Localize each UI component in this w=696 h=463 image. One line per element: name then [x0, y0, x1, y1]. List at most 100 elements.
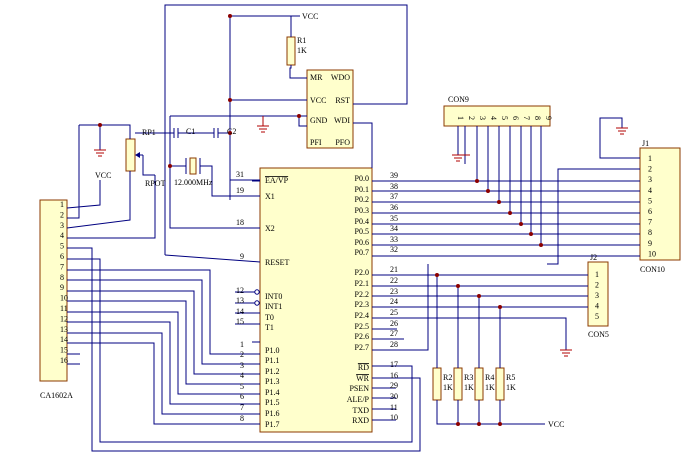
r5-body	[495, 367, 505, 401]
mcu-pin-label: TXD	[353, 406, 370, 415]
watchdog-pin-label: WDO	[331, 73, 350, 82]
mcu-pin-number: 7	[240, 403, 244, 412]
mcu-pin-label: P2.3	[355, 300, 369, 309]
mcu-pin-label: P1.5	[265, 398, 279, 407]
mcu-pin-number: 12	[236, 286, 244, 295]
lcd-pin-number: 1	[60, 200, 64, 209]
int0-bubble	[254, 289, 260, 295]
watchdog-pin-label: GND	[310, 116, 328, 125]
r3-body	[453, 367, 463, 401]
con10-pin-number: 5	[648, 196, 652, 205]
con10-ref: J1	[642, 139, 649, 148]
resistor-ref: R2	[443, 373, 452, 382]
crystal-value: 12.000MHz	[174, 178, 213, 187]
lcd-pin-number: 15	[60, 346, 68, 355]
mcu-pin-number: 24	[390, 297, 398, 306]
lcd-pin-number: 12	[60, 314, 68, 323]
watchdog-pin-label: MR	[310, 73, 323, 82]
lcd-pin-number: 7	[60, 262, 64, 271]
lcd-pin-number: 8	[60, 273, 64, 282]
lcd-pin-number: 4	[60, 231, 64, 240]
mcu-pin-label: P1.1	[265, 356, 279, 365]
mcu-pin-label: P0.0	[355, 174, 369, 183]
lcd-pin-number: 9	[60, 283, 64, 292]
mcu-pin-number: 14	[236, 307, 244, 316]
con5-pin-number: 5	[595, 312, 599, 321]
mcu-pin-label: EA/VP	[265, 176, 289, 185]
con10-pin-number: 6	[648, 207, 652, 216]
con5-pin-number: 2	[595, 281, 599, 290]
lcd-name: CA1602A	[40, 391, 73, 400]
mcu-pin-number: 2	[240, 350, 244, 359]
con10-pin-number: 1	[648, 154, 652, 163]
mcu-pin-label: T1	[265, 323, 274, 332]
con5-body	[587, 261, 609, 327]
mcu-right-pins: 39P0.038P0.137P0.236P0.335P0.434P0.533P0…	[347, 171, 398, 425]
rp1-body	[125, 138, 136, 172]
con10-pin-number: 8	[648, 228, 652, 237]
lcd-pin-number: 6	[60, 252, 64, 261]
mcu-pin-number: 4	[240, 371, 244, 380]
mcu-pin-number: 18	[236, 218, 244, 227]
resistor-ref: R3	[464, 373, 473, 382]
con9-pin-number: 5	[500, 116, 509, 120]
mcu-pin-label: P1.0	[265, 346, 279, 355]
mcu-pin-number: 35	[390, 214, 398, 223]
con9-pin-number: 3	[478, 116, 487, 120]
r1-value: 1K	[297, 46, 307, 55]
mcu-pin-number: 11	[390, 403, 398, 412]
con10-pin-number: 9	[648, 239, 652, 248]
mcu-pin-label: P0.7	[355, 248, 369, 257]
mcu-pin-number: 15	[236, 317, 244, 326]
con9-pin-number: 8	[533, 116, 542, 120]
con5-pin-number: 3	[595, 291, 599, 300]
mcu-pin-number: 16	[390, 371, 398, 380]
mcu-pin-number: 25	[390, 308, 398, 317]
mcu-pin-number: 17	[390, 360, 398, 369]
mcu-pin-number: 39	[390, 171, 398, 180]
resistor-value: 1K	[485, 383, 495, 392]
con10-pin-number: 2	[648, 165, 652, 174]
mcu-pin-number: 33	[390, 235, 398, 244]
watchdog-pin-label: VCC	[310, 96, 326, 105]
mcu-pin-label: P2.5	[355, 322, 369, 331]
mcu-pin-number: 27	[390, 329, 398, 338]
rp1-wiper-arrow	[135, 152, 140, 158]
lcd-pin-number: 13	[60, 325, 68, 334]
c2-ref: C2	[227, 127, 236, 136]
mcu-pin-number: 23	[390, 287, 398, 296]
resistor-ref: R4	[485, 373, 494, 382]
int1-bubble	[254, 300, 260, 306]
mcu-pin-number: 22	[390, 276, 398, 285]
resistor-value: 1K	[506, 383, 516, 392]
mcu-pin-number: 38	[390, 182, 398, 191]
mcu-pin-label: T0	[265, 313, 274, 322]
mcu-pin-number: 36	[390, 203, 398, 212]
mcu-left-pins: 31EA/VP19X118X29RESET12INT013INT114T015T…	[236, 170, 290, 429]
mcu-pin-number: 29	[390, 381, 398, 390]
con9-pin-number: 2	[467, 116, 476, 120]
mcu-pin-number: 30	[390, 392, 398, 401]
con9-pin-number: 1	[456, 116, 465, 120]
r1-body	[286, 36, 296, 66]
lcd-pin-number: 16	[60, 356, 68, 365]
c1-ref: C1	[186, 127, 195, 136]
con5-name: CON5	[588, 330, 609, 339]
mcu-pin-label: P0.4	[355, 217, 369, 226]
mcu-pin-label: P1.4	[265, 388, 279, 397]
watchdog-pin-label: PFO	[335, 138, 350, 147]
r2-body	[432, 367, 442, 401]
mcu-pin-number: 10	[390, 413, 398, 422]
mcu-pin-number: 34	[390, 224, 398, 233]
mcu-pin-number: 26	[390, 319, 398, 328]
mcu-pin-label: RXD	[352, 416, 369, 425]
con10-pin-number: 4	[648, 186, 652, 195]
con9-pin-number: 7	[522, 116, 531, 120]
mcu-pin-number: 9	[240, 252, 244, 261]
mcu-pin-number: 13	[236, 296, 244, 305]
mcu-pin-number: 32	[390, 245, 398, 254]
